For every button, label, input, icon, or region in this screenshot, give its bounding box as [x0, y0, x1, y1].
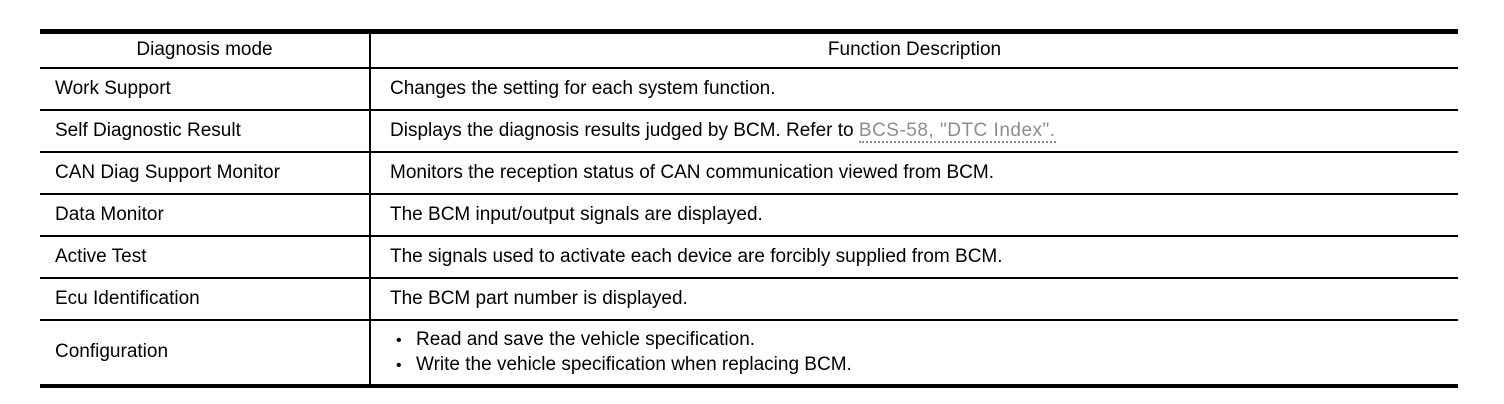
- table-row: Data Monitor The BCM input/output signal…: [40, 193, 1458, 237]
- bullet-icon: •: [396, 331, 402, 349]
- mode-cell-self-diagnostic-result: Self Diagnostic Result: [40, 109, 371, 153]
- mode-cell-active-test: Active Test: [40, 235, 371, 279]
- diagnosis-mode-table: Diagnosis mode Function Description Work…: [40, 29, 1458, 388]
- table-row: Self Diagnostic Result Displays the diag…: [40, 109, 1458, 153]
- desc-cell-work-support: Changes the setting for each system func…: [370, 67, 1458, 111]
- table-row: Ecu Identification The BCM part number i…: [40, 277, 1458, 321]
- mode-cell-ecu-identification: Ecu Identification: [40, 277, 371, 321]
- dtc-index-link[interactable]: BCS-58, "DTC Index".: [858, 119, 1056, 143]
- column-header-diagnosis-mode: Diagnosis mode: [40, 31, 371, 69]
- description-text: Displays the diagnosis results judged by…: [390, 119, 859, 141]
- table-row: Work Support Changes the setting for eac…: [40, 67, 1458, 111]
- table-row: Configuration • Read and save the vehicle…: [40, 319, 1458, 386]
- bullet-item: • Read and save the vehicle specification…: [390, 327, 1446, 353]
- table-row: CAN Diag Support Monitor Monitors the re…: [40, 151, 1458, 195]
- column-header-function-description: Function Description: [370, 31, 1458, 69]
- bullet-icon: •: [396, 357, 402, 375]
- desc-cell-ecu-identification: The BCM part number is displayed.: [370, 277, 1458, 321]
- table-row: Active Test The signals used to activate…: [40, 235, 1458, 279]
- table-header-row: Diagnosis mode Function Description: [40, 31, 1458, 69]
- desc-cell-self-diagnostic-result: Displays the diagnosis results judged by…: [370, 109, 1458, 153]
- bullet-text: Read and save the vehicle specification.: [416, 328, 756, 350]
- bullet-text: Write the vehicle specification when rep…: [416, 354, 852, 376]
- desc-cell-can-diag-support-monitor: Monitors the reception status of CAN com…: [370, 151, 1458, 195]
- mode-cell-can-diag-support-monitor: CAN Diag Support Monitor: [40, 151, 371, 195]
- bullet-item: • Write the vehicle specification when re…: [390, 352, 1446, 378]
- desc-cell-configuration: • Read and save the vehicle specification…: [370, 319, 1458, 386]
- mode-cell-data-monitor: Data Monitor: [40, 193, 371, 237]
- mode-cell-configuration: Configuration: [40, 319, 371, 386]
- mode-cell-work-support: Work Support: [40, 67, 371, 111]
- desc-cell-data-monitor: The BCM input/output signals are display…: [370, 193, 1458, 237]
- desc-cell-active-test: The signals used to activate each device…: [370, 235, 1458, 279]
